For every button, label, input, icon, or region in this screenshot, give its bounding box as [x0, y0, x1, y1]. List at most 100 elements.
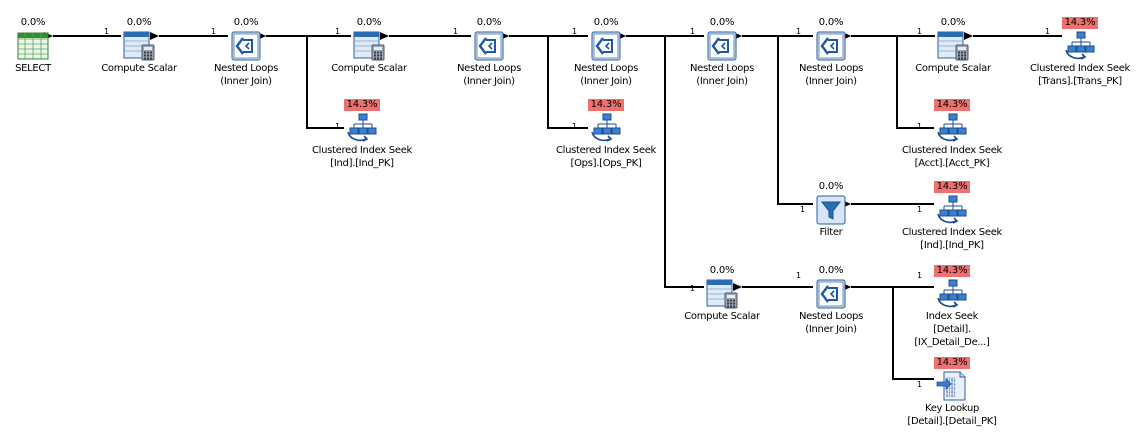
svg-text:0101: 0101	[946, 393, 956, 398]
cost-percent: 14.3%	[1061, 17, 1099, 29]
edge-cs4-nl3	[617, 32, 704, 288]
operator-label: Nested Loops	[798, 311, 864, 322]
operator-label: Index Seek	[925, 311, 979, 322]
operator-filter[interactable]: 0.0%Filter	[766, 174, 896, 239]
operator-label: [Detail].[Detail_PK]	[907, 416, 997, 427]
row-count-label: 1	[796, 271, 802, 280]
row-count-label: 1	[800, 205, 806, 214]
operator-label: (Inner Join)	[220, 76, 272, 87]
operator-cs2[interactable]: 0.0%Compute Scalar	[304, 10, 434, 75]
row-count-label: 1	[453, 27, 459, 36]
operator-label: (Inner Join)	[463, 76, 515, 87]
operator-label: Nested Loops	[689, 63, 755, 74]
svg-text:0101: 0101	[946, 381, 956, 386]
operator-kl-detail[interactable]: 14.3%01010101010101010101Key Lookup [Deta…	[887, 350, 1017, 428]
operator-label: [Ops].[Ops_PK]	[570, 158, 642, 169]
operator-label: Compute Scalar	[101, 63, 177, 74]
operator-label: (Inner Join)	[696, 76, 748, 87]
operator-cs3[interactable]: 0.0% Compute Scalar	[888, 10, 1018, 75]
cost-percent: 0.0%	[818, 17, 844, 28]
filter-icon	[815, 194, 847, 226]
operator-label: [Acct].[Acct_PK]	[914, 158, 990, 169]
operator-label: Compute Scalar	[684, 311, 760, 322]
row-count-label: 1	[572, 122, 578, 131]
operator-is-detail[interactable]: 14.3% Index Seek [Detail]. [IX_Detail_De...…	[887, 258, 1017, 349]
operator-label: Clustered Index Seek	[901, 145, 1003, 156]
cost-percent: 0.0%	[709, 17, 735, 28]
index-seek-icon	[936, 112, 968, 144]
edge-keylookup-nl6	[842, 283, 934, 380]
row-count-label: 1	[690, 284, 696, 293]
operator-nl5[interactable]: 0.0% Nested Loops (Inner Join)	[766, 10, 896, 88]
cost-percent: 0.0%	[476, 17, 502, 28]
operator-cis-trans[interactable]: 14.3%Clustered Index Seek[Trans].[Trans_…	[1015, 10, 1142, 88]
operator-label: Nested Loops	[213, 63, 279, 74]
operator-cis-ind2[interactable]: 14.3%Clustered Index Seek[Ind].[Ind_PK]	[887, 174, 1017, 252]
operator-cis-ind1[interactable]: 14.3%Clustered Index Seek[Ind].[Ind_PK]	[297, 92, 427, 170]
operator-label: Key Lookup	[924, 403, 980, 414]
index-seek-icon	[1064, 30, 1096, 62]
cost-percent: 14.3%	[343, 99, 381, 111]
nested-loops-icon	[815, 30, 847, 62]
row-count-label: 1	[917, 271, 923, 280]
operator-label: Compute Scalar	[331, 63, 407, 74]
operator-label: (Inner Join)	[805, 76, 857, 87]
operator-nl4[interactable]: 0.0% Nested Loops (Inner Join)	[657, 10, 787, 88]
compute-scalar-icon	[353, 30, 385, 62]
operator-label: Nested Loops	[798, 63, 864, 74]
nested-loops-icon	[706, 30, 738, 62]
cost-percent: 14.3%	[933, 265, 971, 277]
operator-label: Filter	[819, 227, 843, 238]
row-count-label: 1	[104, 27, 110, 36]
cost-percent: 14.3%	[933, 99, 971, 111]
row-count-label: 1	[917, 122, 923, 131]
index-seek-icon	[346, 112, 378, 144]
cost-percent: 0.0%	[593, 17, 619, 28]
operator-nl1[interactable]: 0.0% Nested Loops (Inner Join)	[181, 10, 311, 88]
cost-percent: 0.0%	[233, 17, 259, 28]
svg-text:0101: 0101	[946, 385, 956, 390]
operator-select[interactable]: 0.0% SELECT	[0, 10, 98, 75]
operator-label: (Inner Join)	[805, 324, 857, 335]
operator-label: Compute Scalar	[915, 63, 991, 74]
operator-nl3[interactable]: 0.0% Nested Loops (Inner Join)	[541, 10, 671, 88]
row-count-label: 1	[917, 27, 923, 36]
edge-acct-nl5	[842, 32, 934, 129]
operator-label: Nested Loops	[456, 63, 522, 74]
compute-scalar-icon	[706, 278, 738, 310]
row-count-label: 1	[917, 380, 923, 389]
operator-cs1[interactable]: 0.0% Compute Scalar	[74, 10, 204, 75]
operator-label: (Inner Join)	[580, 76, 632, 87]
operator-cis-ops[interactable]: 14.3% Clustered Index Seek [Ops].[Ops_PK]	[541, 92, 671, 170]
cost-percent: 14.3%	[933, 181, 971, 193]
index-seek-icon	[590, 112, 622, 144]
operator-label: Clustered Index Seek	[311, 145, 413, 156]
operator-label: [Detail].	[933, 324, 971, 335]
operator-label: SELECT	[15, 63, 51, 74]
row-count-label: 1	[335, 122, 341, 131]
index-seek-icon	[936, 278, 968, 310]
operator-cs4[interactable]: 0.0% Compute Scalar	[657, 258, 787, 323]
edge-ops-nl2	[500, 32, 588, 129]
cost-percent: 0.0%	[940, 17, 966, 28]
cost-percent: 14.3%	[587, 99, 625, 111]
cost-percent: 0.0%	[818, 265, 844, 276]
operator-label: [IX_Detail_De...]	[914, 337, 990, 348]
operator-nl2[interactable]: 0.0% Nested Loops (Inner Join)	[424, 10, 554, 88]
operator-label: Nested Loops	[573, 63, 639, 74]
cost-percent: 0.0%	[126, 17, 152, 28]
key-lookup-icon: 01010101010101010101	[936, 370, 968, 402]
cost-percent: 0.0%	[20, 17, 46, 28]
nested-loops-icon	[815, 278, 847, 310]
cost-percent: 14.3%	[933, 357, 971, 369]
operator-nl6[interactable]: 0.0% Nested Loops (Inner Join)	[766, 258, 896, 336]
cost-percent: 0.0%	[709, 265, 735, 276]
row-count-label: 1	[917, 205, 923, 214]
operator-cis-acct[interactable]: 14.3% Clustered Index Seek [Acct].[Acct_PK…	[887, 92, 1017, 170]
row-count-label: 1	[572, 27, 578, 36]
operator-label: Clustered Index Seek	[555, 145, 657, 156]
row-count-label: 1	[1045, 27, 1051, 36]
operator-label: Clustered Index Seek	[901, 227, 1003, 238]
row-count-label: 1	[335, 27, 341, 36]
